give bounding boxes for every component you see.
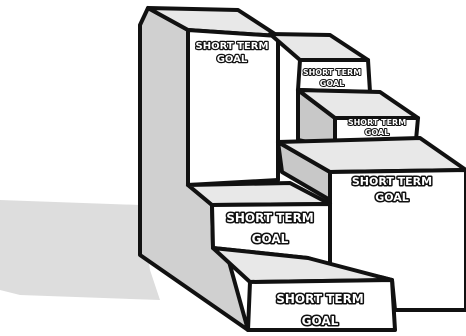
goal-label-3-line1: SHORT TERM bbox=[348, 118, 406, 127]
step-2-top bbox=[270, 34, 368, 60]
goal-label-1-line2: GOAL bbox=[217, 54, 248, 65]
goal-label-4-line2: GOAL bbox=[375, 191, 409, 204]
ground-shadow bbox=[0, 200, 160, 300]
goal-label-6-line1: SHORT TERM bbox=[276, 292, 364, 306]
goal-label-4-line1: SHORT TERM bbox=[352, 175, 432, 188]
goal-label-1-line1: SHORT TERM bbox=[196, 41, 269, 52]
goal-label-5-line2: GOAL bbox=[252, 232, 289, 246]
goal-label-2-line1: SHORT TERM bbox=[303, 68, 361, 77]
goal-label-6-line2: GOAL bbox=[302, 314, 339, 328]
goal-label-2-line2: GOAL bbox=[320, 79, 344, 88]
goal-label-3-line2: GOAL bbox=[365, 128, 389, 137]
goal-label-5-line1: SHORT TERM bbox=[226, 211, 314, 225]
